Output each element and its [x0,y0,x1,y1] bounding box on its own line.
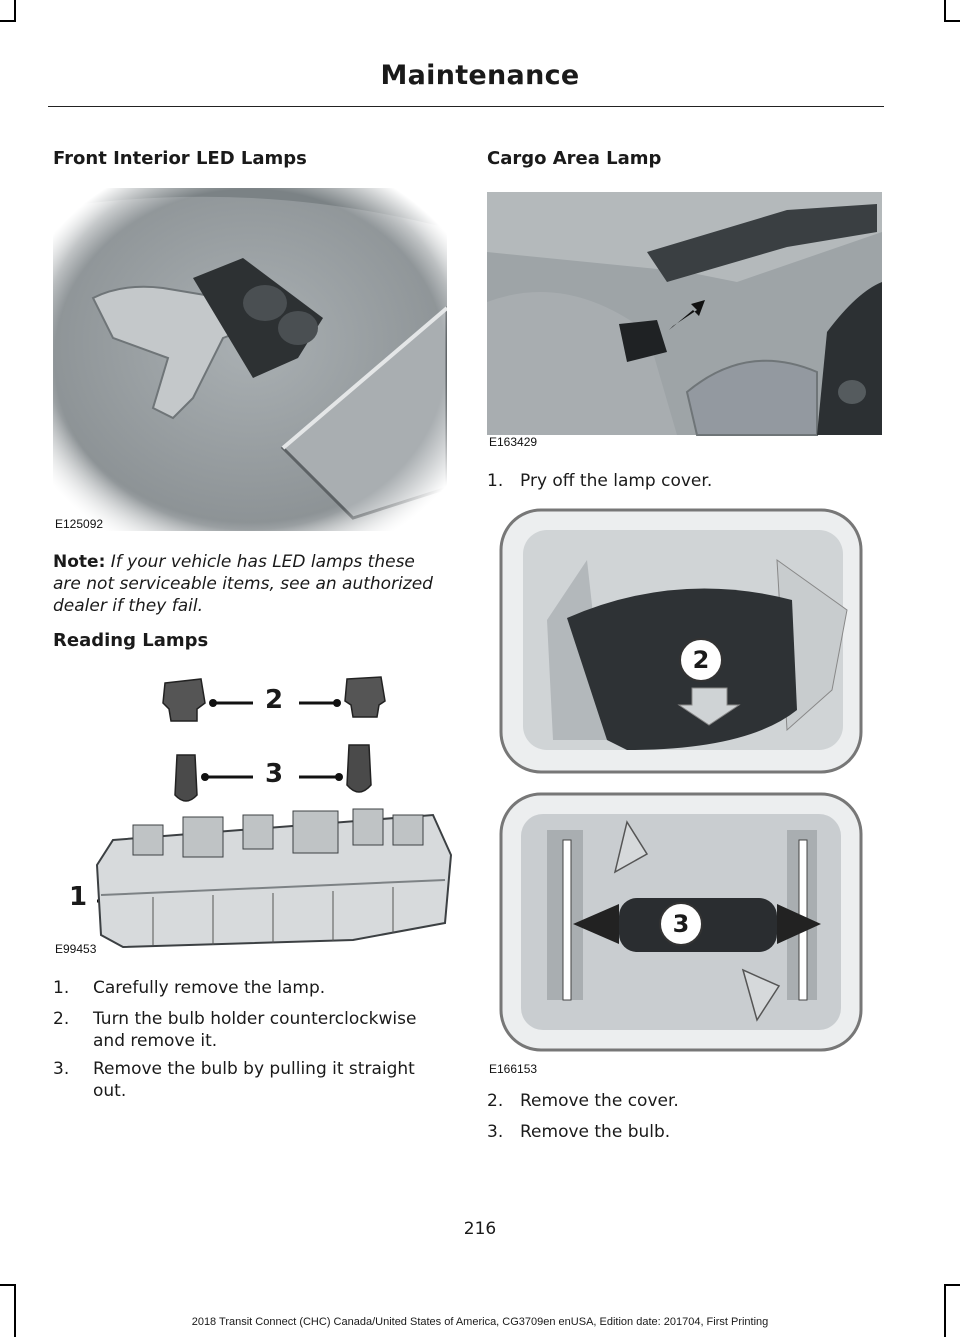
step-number: 3. [53,1059,70,1079]
figure-code: E163429 [489,435,538,449]
step-text: Pry off the lamp cover. [520,471,713,491]
list-item: 3. Remove the bulb by pulling it straigh… [53,1058,453,1102]
list-item: 2. Turn the bulb holder counterclockwise… [53,1008,453,1052]
callout-3: 3 [265,759,284,789]
callout-1: 1 [69,882,88,912]
step-number: 2. [53,1009,70,1029]
crop-mark-top-right-v [944,0,946,22]
list-item: 3. Remove the bulb. [487,1121,882,1143]
callout-3: 3 [672,910,690,938]
crop-mark-bottom-right-h [944,1284,960,1286]
page-number: 216 [463,1219,497,1239]
page-title: Maintenance [380,60,580,91]
front-interior-led-figure: E125092 [53,188,447,531]
crop-mark-top-left-v [14,0,16,22]
cargo-lamp-bulb-figure: 2 3 E166153 [487,500,882,1078]
header-rule [48,106,884,107]
list-item: 2. Remove the cover. [487,1090,882,1112]
crop-mark-top-right-h [944,20,960,22]
figure-code: E99453 [55,942,97,956]
crop-mark-bottom-right-v [944,1284,946,1337]
crop-mark-top-left-h [0,20,16,22]
step-text: Remove the cover. [520,1091,679,1111]
crop-mark-bottom-left-v [14,1284,16,1337]
reading-lamp-figure: 2 3 1 E99453 [53,665,453,962]
callout-2: 2 [265,685,284,715]
crop-mark-bottom-left-h [0,1284,16,1286]
front-interior-heading: Front Interior LED Lamps [53,148,307,169]
step-text: Remove the bulb. [520,1122,671,1142]
step-number: 3. [487,1122,504,1142]
figure-code: E125092 [55,517,104,531]
note-label: Note: [53,552,106,572]
footer-text: 2018 Transit Connect (CHC) Canada/United… [191,1316,769,1328]
step-number: 2. [487,1091,504,1111]
figure-code: E166153 [489,1062,538,1076]
step-text: Remove the bulb by pulling it straight o… [93,1059,415,1101]
step-number: 1. [53,978,70,998]
list-item: 1. Pry off the lamp cover. [487,470,882,492]
callout-2: 2 [692,646,710,674]
step-text: Carefully remove the lamp. [93,978,326,998]
note-text: If your vehicle has LED lamps these are … [53,552,433,616]
cargo-area-figure: E163429 [487,192,882,455]
step-text: Turn the bulb holder counterclockwise an… [93,1009,417,1051]
list-item: 1. Carefully remove the lamp. [53,977,453,999]
step-number: 1. [487,471,504,491]
note-paragraph: Note: If your vehicle has LED lamps thes… [53,551,447,617]
cargo-area-heading: Cargo Area Lamp [487,148,662,169]
reading-lamps-heading: Reading Lamps [53,630,209,651]
